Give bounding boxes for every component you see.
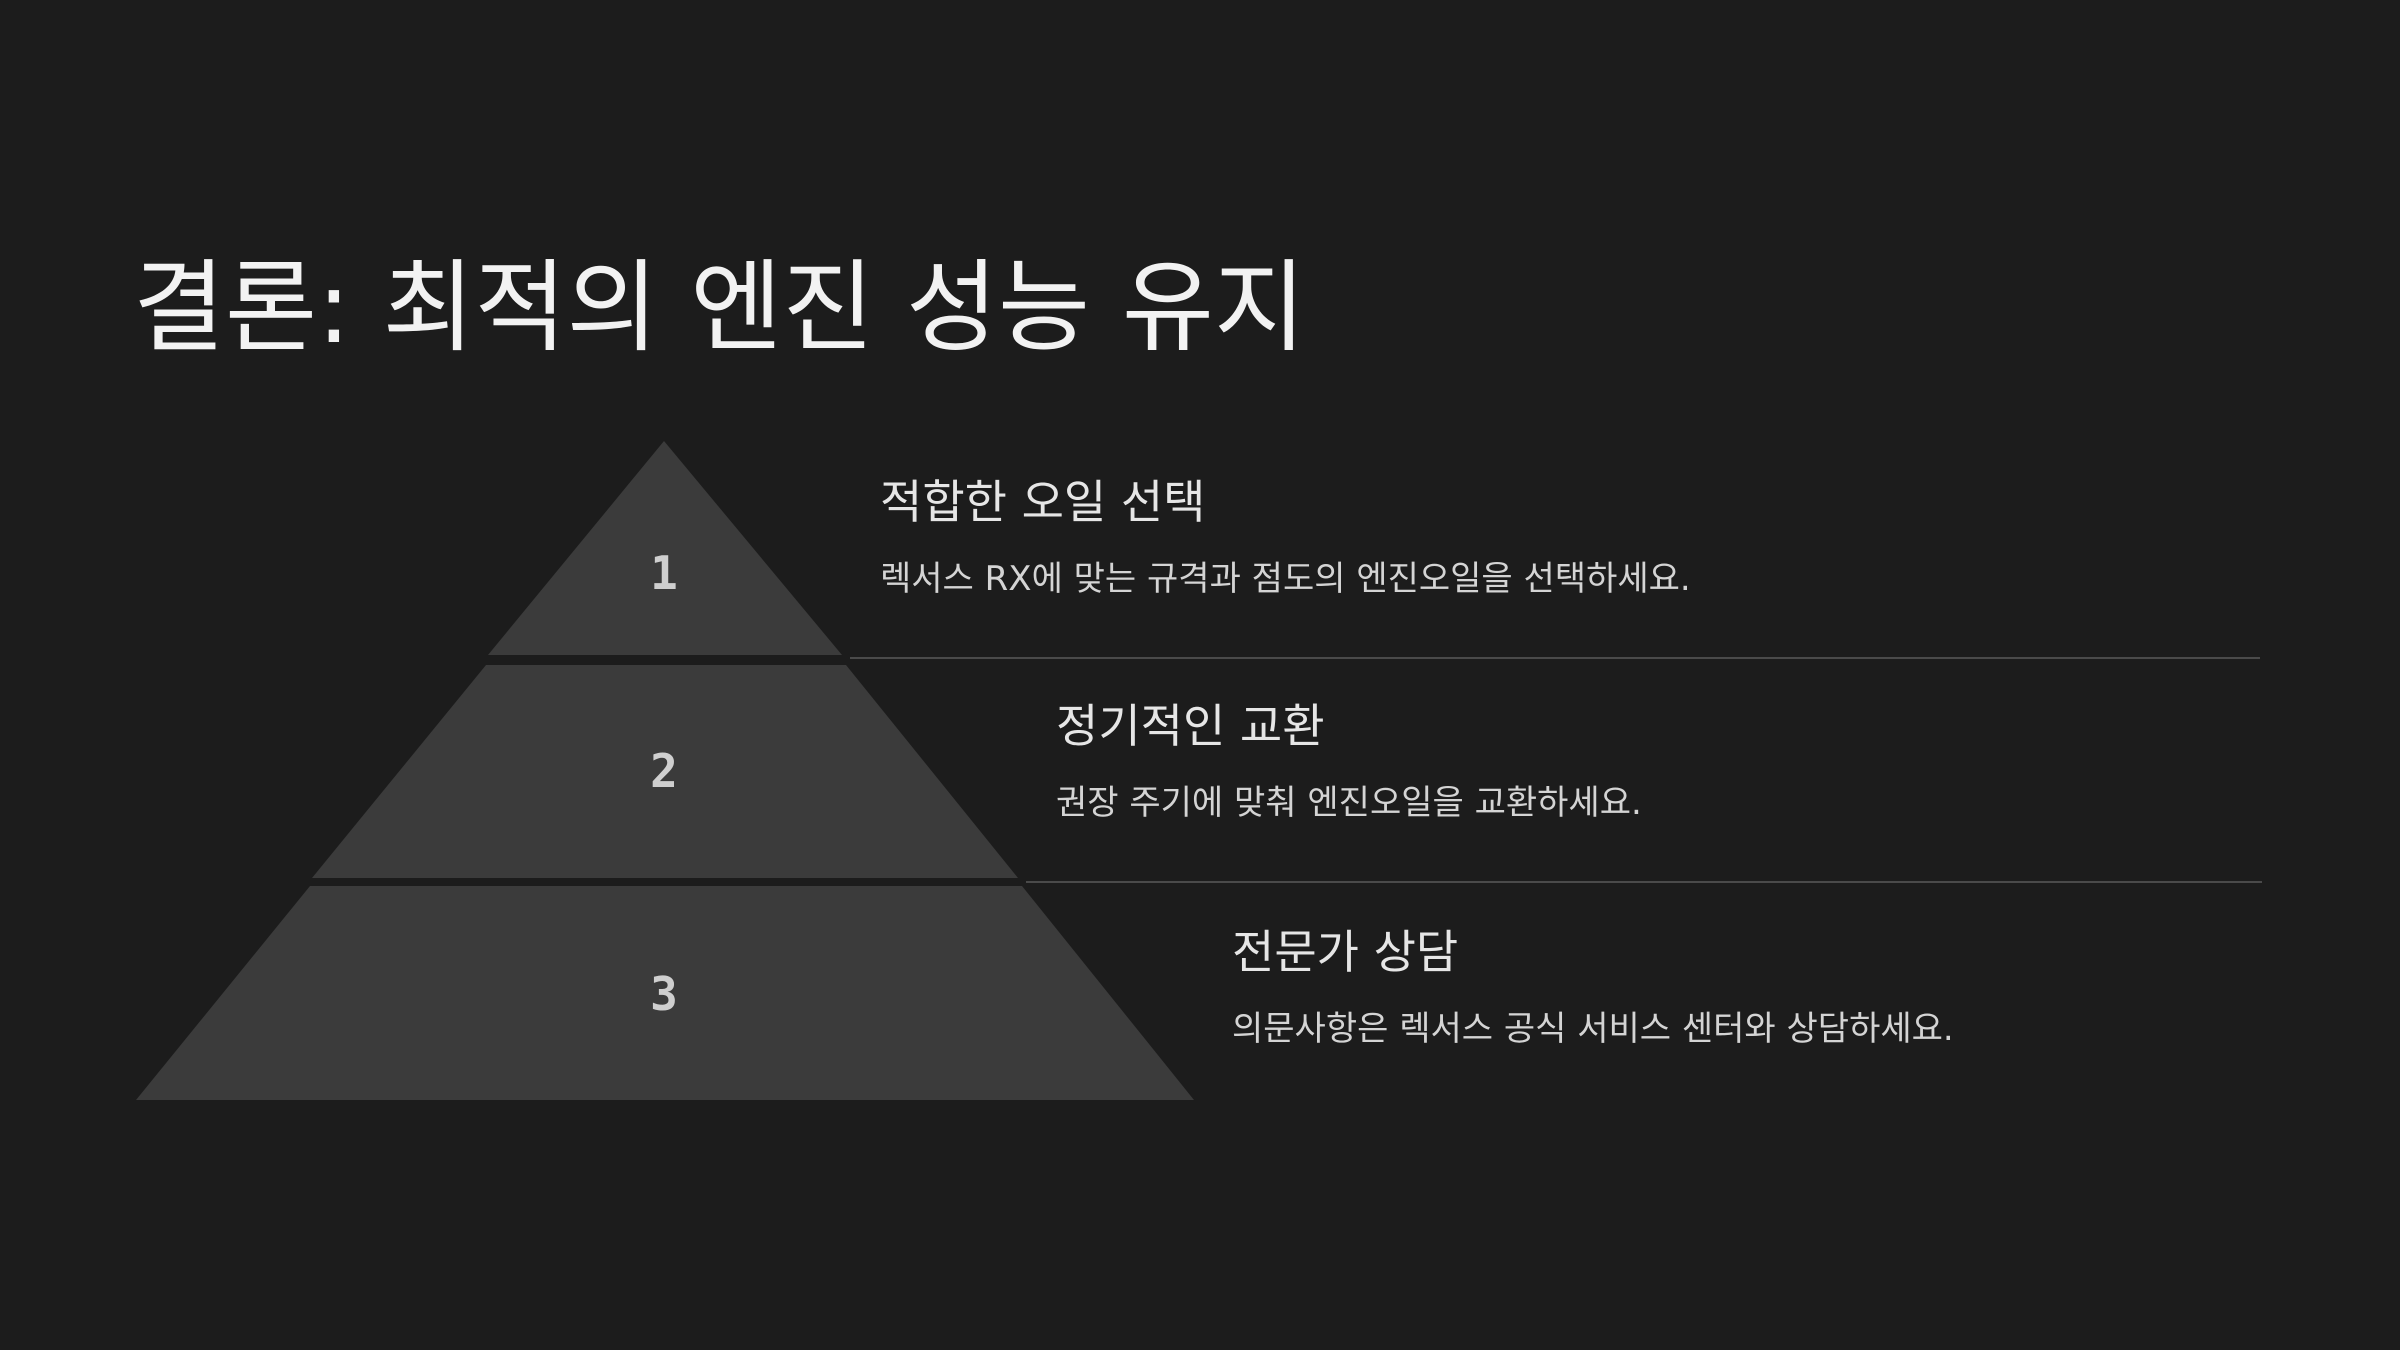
- tier-number-3: 3: [650, 967, 678, 1021]
- pyramid-tier-2: [312, 665, 1018, 878]
- step-1: 적합한 오일 선택 렉서스 RX에 맞는 규격과 점도의 엔진오일을 선택하세요…: [880, 474, 1691, 600]
- divider-tier-2: [1026, 881, 2262, 883]
- step-2-description: 권장 주기에 맞춰 엔진오일을 교환하세요.: [1056, 783, 1642, 823]
- step-2: 정기적인 교환 권장 주기에 맞춰 엔진오일을 교환하세요.: [1056, 698, 1642, 824]
- pyramid-tier-1: [488, 441, 842, 655]
- step-1-description: 렉서스 RX에 맞는 규격과 점도의 엔진오일을 선택하세요.: [880, 559, 1691, 599]
- step-2-title: 정기적인 교환: [1056, 699, 1325, 753]
- step-1-title: 적합한 오일 선택: [880, 475, 1206, 529]
- step-3-title: 전문가 상담: [1232, 925, 1459, 979]
- slide-title: 결론: 최적의 엔진 성능 유지: [133, 249, 1306, 366]
- divider-tier-1: [850, 657, 2260, 659]
- step-3: 전문가 상담 의문사항은 렉서스 공식 서비스 센터와 상담하세요.: [1232, 924, 1954, 1050]
- tier-number-1: 1: [650, 546, 678, 600]
- pyramid-tier-3: [136, 886, 1194, 1100]
- tier-number-2: 2: [650, 744, 678, 798]
- step-3-description: 의문사항은 렉서스 공식 서비스 센터와 상담하세요.: [1232, 1009, 1954, 1049]
